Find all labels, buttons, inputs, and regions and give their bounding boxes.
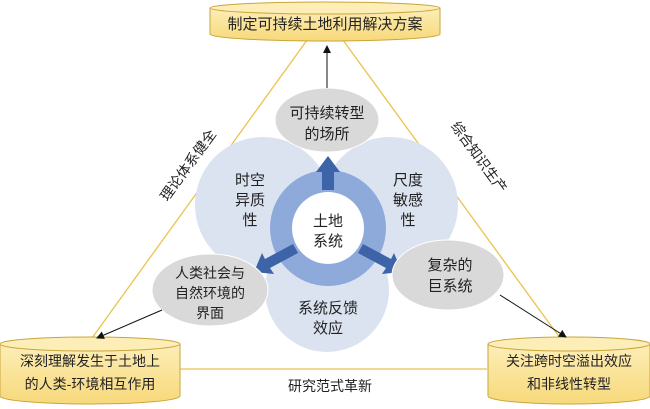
role-right-1: 复杂的 <box>427 256 472 274</box>
arrow-up-icon <box>316 156 340 190</box>
edge-bottom-label: 研究范式革新 <box>288 378 372 395</box>
arrow-right-down-icon <box>358 244 402 274</box>
property-left-1: 时空 <box>235 171 265 189</box>
property-right-3: 性 <box>400 211 415 229</box>
property-bottom-1: 系统反馈 <box>298 299 358 317</box>
role-left-3: 界面 <box>196 306 224 322</box>
left-box-line-2: 的人类-环境相互作用 <box>25 377 156 393</box>
property-right-1: 尺度 <box>393 171 423 189</box>
property-bottom-2: 效应 <box>313 319 343 337</box>
left-box: 深刻理解发生于土地上 的人类-环境相互作用 <box>0 336 181 405</box>
center-line-2: 系统 <box>313 232 343 250</box>
right-box: 关注跨时空溢出效应 和非线性转型 <box>487 336 650 405</box>
property-left-2: 异质 <box>235 191 265 209</box>
role-ellipse-left <box>151 253 269 327</box>
role-ellipse-right <box>391 239 505 311</box>
arrow-left-down-icon <box>254 244 298 274</box>
right-box-line-1: 关注跨时空溢出效应 <box>506 353 632 370</box>
role-top-1: 可持续转型 <box>289 104 364 122</box>
arrow-to-left-box <box>96 309 163 339</box>
property-right-2: 敏感 <box>393 191 423 209</box>
arrow-to-right-box <box>499 294 567 338</box>
role-top-2: 的场所 <box>304 125 349 143</box>
property-left-3: 性 <box>242 211 257 229</box>
goal-text: 制定可持续土地利用解决方案 <box>227 15 422 33</box>
right-box-line-2: 和非线性转型 <box>527 377 611 393</box>
edge-right-label: 综合知识生产 <box>447 118 510 196</box>
center-line-1: 土地 <box>313 212 343 230</box>
role-left-2: 自然环境的 <box>175 285 245 302</box>
role-left-1: 人类社会与 <box>175 266 245 282</box>
goal-box: 制定可持续土地利用解决方案 <box>209 1 441 42</box>
left-box-line-1: 深刻理解发生于土地上 <box>20 354 160 370</box>
role-right-2: 巨系统 <box>427 277 472 295</box>
land-system-core <box>292 192 364 264</box>
